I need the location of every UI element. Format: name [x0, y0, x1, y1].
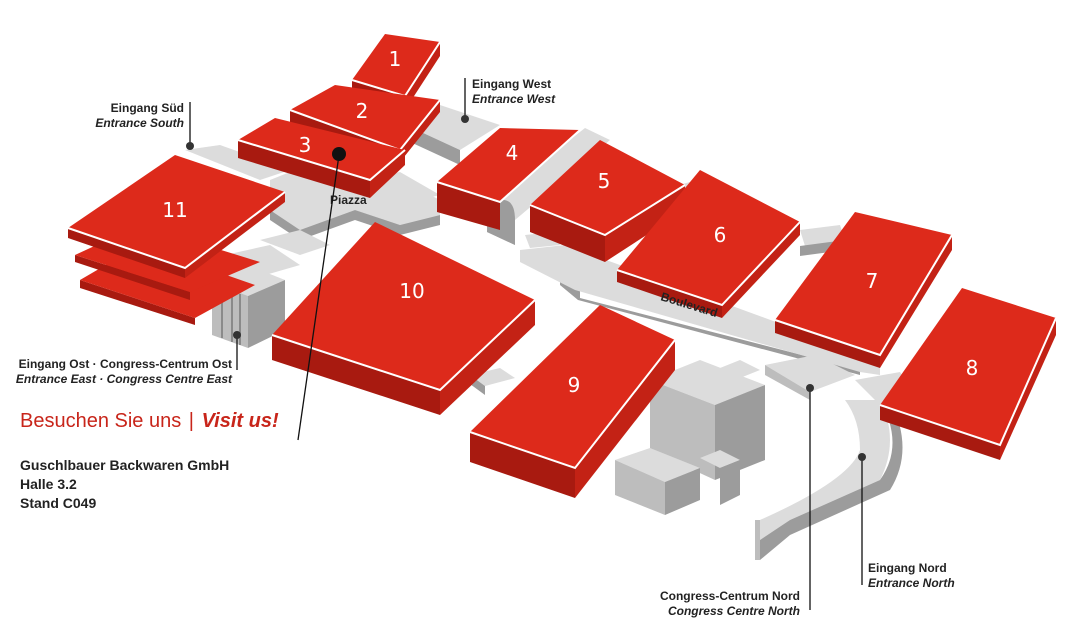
entrance-south-en: Entrance South — [95, 116, 184, 130]
entrance-east-de: Eingang Ost · Congress-Centrum Ost — [19, 357, 232, 371]
entrance-north-marker[interactable] — [858, 453, 866, 461]
hall-8[interactable] — [879, 288, 1057, 460]
visit-us-de: Besuchen Sie uns — [20, 410, 182, 432]
entrance-north-de: Eingang Nord — [868, 561, 947, 575]
congress-centre-north-en: Congress Centre North — [668, 604, 800, 618]
entrance-west-marker[interactable] — [461, 115, 469, 123]
hall-3[interactable] — [237, 118, 406, 198]
hall-10-label: 10 — [399, 279, 424, 303]
entrance-north-en: Entrance North — [868, 576, 955, 590]
hall-11[interactable] — [67, 155, 286, 325]
visit-us-heading: Besuchen Sie uns | Visit us! — [20, 410, 279, 433]
entrance-south-de: Eingang Süd — [111, 101, 184, 115]
visit-us-en: Visit us! — [201, 410, 279, 432]
entrance-west-de: Eingang West — [472, 77, 551, 91]
hall-9-label: 9 — [568, 373, 581, 397]
stand-marker[interactable] — [332, 147, 346, 161]
entrance-west-en: Entrance West — [472, 92, 556, 106]
hall-5[interactable] — [529, 140, 686, 262]
congress-centre-north-marker[interactable] — [806, 384, 814, 392]
hall-1-label: 1 — [389, 47, 402, 71]
hall-6-label: 6 — [714, 223, 727, 247]
hall-4[interactable] — [436, 128, 581, 230]
exhibitor-info: Guschlbauer Backwaren GmbH Halle 3.2 Sta… — [20, 456, 229, 513]
congress-centre-north-de: Congress-Centrum Nord — [660, 589, 800, 603]
hall-10[interactable] — [271, 222, 536, 415]
exhibitor-stand: Stand C049 — [20, 495, 97, 511]
hall-8-label: 8 — [966, 356, 979, 380]
exhibitor-hall: Halle 3.2 — [20, 476, 77, 492]
hall-9[interactable] — [469, 305, 676, 498]
hall-6[interactable] — [616, 170, 801, 318]
visit-us-separator: | — [188, 410, 194, 432]
entrance-east-en: Entrance East · Congress Centre East — [16, 372, 233, 386]
hall-7[interactable] — [774, 212, 953, 368]
entrance-south-marker[interactable] — [186, 142, 194, 150]
hall-11-label: 11 — [162, 198, 187, 222]
hall-3-label: 3 — [299, 133, 312, 157]
piazza-label: Piazza — [330, 193, 367, 207]
hall-7-label: 7 — [866, 269, 879, 293]
entrance-east-marker[interactable] — [233, 331, 241, 339]
hall-5-label: 5 — [598, 169, 611, 193]
hall-4-label: 4 — [506, 141, 519, 165]
hall-2-label: 2 — [356, 99, 369, 123]
exhibitor-company: Guschlbauer Backwaren GmbH — [20, 457, 230, 473]
